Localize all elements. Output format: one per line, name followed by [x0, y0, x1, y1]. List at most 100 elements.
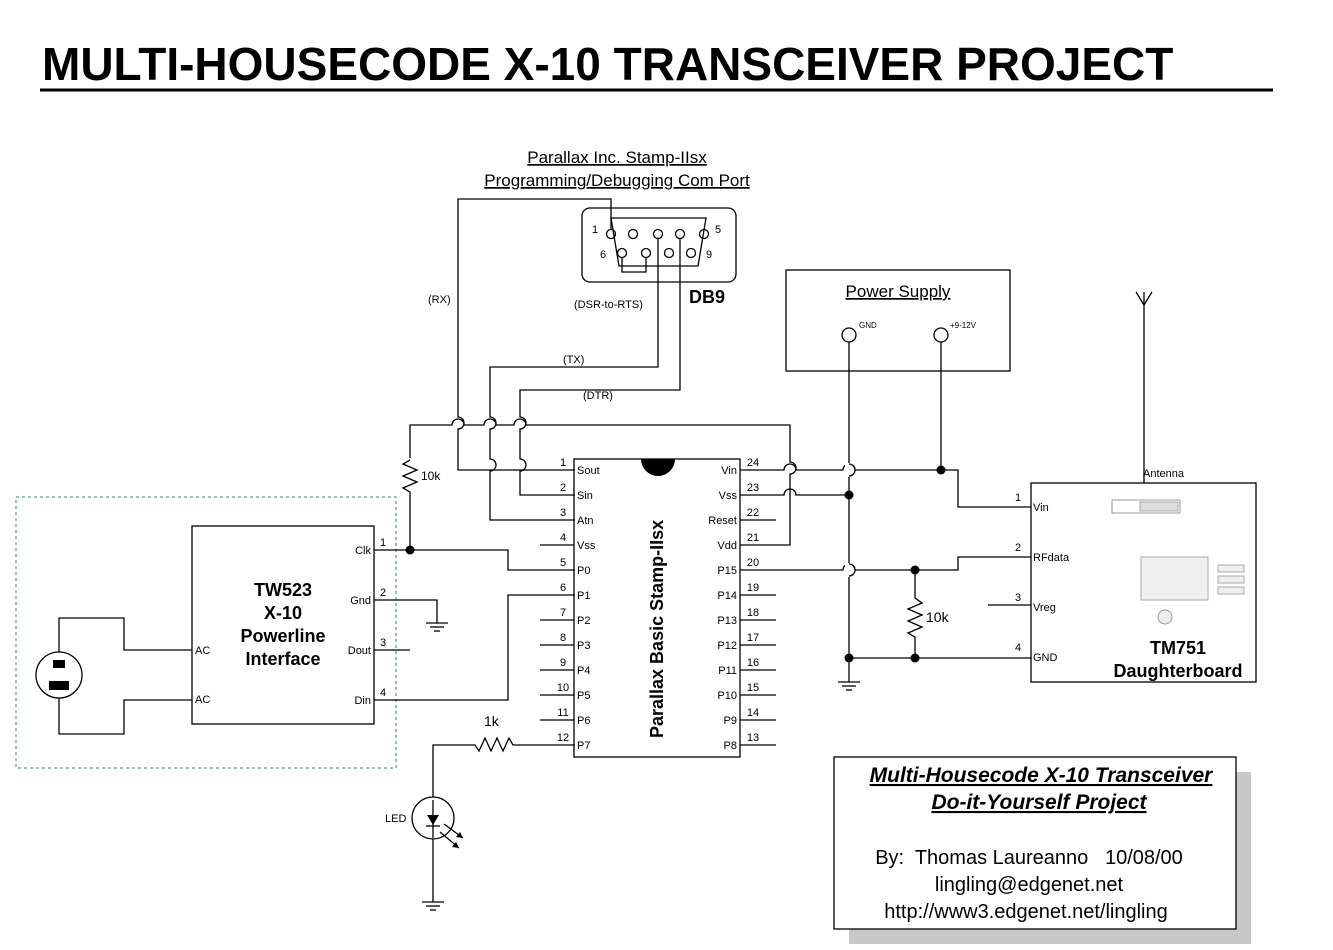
stamp-pin-name: P15 [717, 565, 737, 577]
stamp-pin-number: 2 [560, 482, 566, 494]
tm751-pin-number: 1 [1015, 492, 1021, 504]
stamp-pin-number: 22 [747, 507, 759, 519]
tm751-subtitle: Daughterboard [1113, 661, 1242, 681]
stamp-pin-number: 16 [747, 657, 759, 669]
stamp-pin-number: 17 [747, 632, 759, 644]
stamp-pin-number: 12 [557, 732, 569, 744]
stamp-pin-name: P3 [577, 640, 590, 652]
stamp-pin-number: 1 [560, 457, 566, 469]
db9-connector [581, 207, 737, 283]
tw523-ac2: AC [195, 694, 210, 706]
stamp-pin-number: 23 [747, 482, 759, 494]
tw523-pin-number: 4 [380, 687, 386, 699]
stamp-left-stubs [540, 544, 574, 721]
stamp-pin-number: 10 [557, 682, 569, 694]
stamp-pin-number: 8 [560, 632, 566, 644]
stamp-pin-number: 6 [560, 582, 566, 594]
stamp-pin-name: P12 [717, 640, 737, 652]
led-arrow-2 [452, 842, 459, 848]
stamp-right-stubs [740, 519, 776, 746]
tm751-pin-number: 3 [1015, 592, 1021, 604]
tm751-title: TM751 [1150, 638, 1206, 658]
stamp-pin-name: P7 [577, 740, 590, 752]
tw523-title-line: X-10 [264, 603, 302, 623]
credits-title: Multi-Housecode X-10 Transceiver [870, 764, 1215, 787]
stamp-pin-name: Sin [577, 490, 593, 502]
ps-vin-terminal [933, 327, 949, 343]
tw523-title-line: Powerline [240, 626, 325, 646]
tm751-pin-number: 2 [1015, 542, 1021, 554]
db9-pin-9: 9 [706, 249, 712, 261]
tx-label: (TX) [563, 354, 584, 366]
stamp-pin-number: 14 [747, 707, 759, 719]
com-port-label-2: Programming/Debugging Com Port [484, 171, 750, 190]
stamp-pin-number: 15 [747, 682, 759, 694]
plug-prong-2 [49, 681, 69, 690]
ac-plug [35, 617, 192, 735]
stamp-pin-number: 3 [560, 507, 566, 519]
credits-email: lingling@edgenet.net [935, 874, 1124, 896]
tm751-antenna-label: Antenna [1143, 468, 1185, 480]
stamp-chip [573, 458, 741, 758]
stamp-pin-number: 24 [747, 457, 759, 469]
tw523-pin-number: 2 [380, 587, 386, 599]
stamp-pin-number: 19 [747, 582, 759, 594]
stamp-pin-name: P4 [577, 665, 590, 677]
stamp-pin-number: 13 [747, 732, 759, 744]
led-circuit [411, 736, 575, 911]
tw523-ac1: AC [195, 645, 210, 657]
tw523-wiring [374, 459, 575, 701]
stamp-pin-name: P0 [577, 565, 590, 577]
stamp-pin-number: 4 [560, 532, 566, 544]
tw523-pin-name: Gnd [350, 595, 371, 607]
stamp-pin-name: P10 [717, 690, 737, 702]
led-label: LED [385, 813, 406, 825]
tw523-pin-number: 3 [380, 637, 386, 649]
tw523-box [191, 525, 375, 725]
db9-pin-5: 5 [715, 224, 721, 236]
db9-pin-1: 1 [592, 224, 598, 236]
tm751-pin-name: GND [1033, 652, 1058, 664]
stamp-pin-name: Reset [708, 515, 737, 527]
stamp-pin-name: Vdd [717, 540, 737, 552]
tm751-pin-number: 4 [1015, 642, 1021, 654]
stamp-pin-name: Vss [577, 540, 596, 552]
antenna-symbol [1135, 291, 1153, 483]
led-diode [427, 815, 439, 825]
tw523-pin-name: Dout [348, 645, 371, 657]
stamp-right-wiring [740, 342, 1031, 691]
stamp-pin-number: 7 [560, 607, 566, 619]
stamp-pin-name: Vss [719, 490, 738, 502]
stamp-pin-name: P9 [724, 715, 737, 727]
stamp-pin-name: P2 [577, 615, 590, 627]
stamp-pin-name: P13 [717, 615, 737, 627]
tm751-pin-name: RFdata [1033, 552, 1070, 564]
credits-subtitle: Do-it-Yourself Project [931, 791, 1147, 814]
rx-label: (RX) [428, 294, 451, 306]
plug-prong-1 [53, 660, 65, 668]
com-port-label-1: Parallax Inc. Stamp-IIsx [527, 148, 707, 167]
tw523-pin-number: 1 [380, 537, 386, 549]
tw523-enclosure [15, 496, 397, 769]
tm751-box [1030, 482, 1257, 683]
tm751-pin-name: Vin [1033, 502, 1049, 514]
stamp-pin-labels: 1Sout2Sin3Atn4Vss5P06P17P28P39P410P511P6… [557, 457, 759, 752]
stamp-pin-number: 20 [747, 557, 759, 569]
stamp-pin-number: 11 [557, 707, 568, 719]
stamp-pin-number: 9 [560, 657, 566, 669]
gnd-hops [845, 463, 856, 577]
credits-url: http://www3.edgenet.net/lingling [884, 901, 1168, 923]
stamp-pin-name: P1 [577, 590, 590, 602]
ps-gnd-label: GND [859, 321, 877, 330]
stamp-pin-name: Vin [721, 465, 737, 477]
stamp-pin-name: P14 [717, 590, 737, 602]
credits-author: By: Thomas Laureanno 10/08/00 [875, 847, 1183, 869]
ps-vin-label: +9-12V [950, 321, 977, 330]
stamp-pin-number: 21 [747, 532, 759, 544]
tw523-title-line: Interface [245, 649, 320, 669]
ps-gnd-terminal [841, 327, 857, 343]
